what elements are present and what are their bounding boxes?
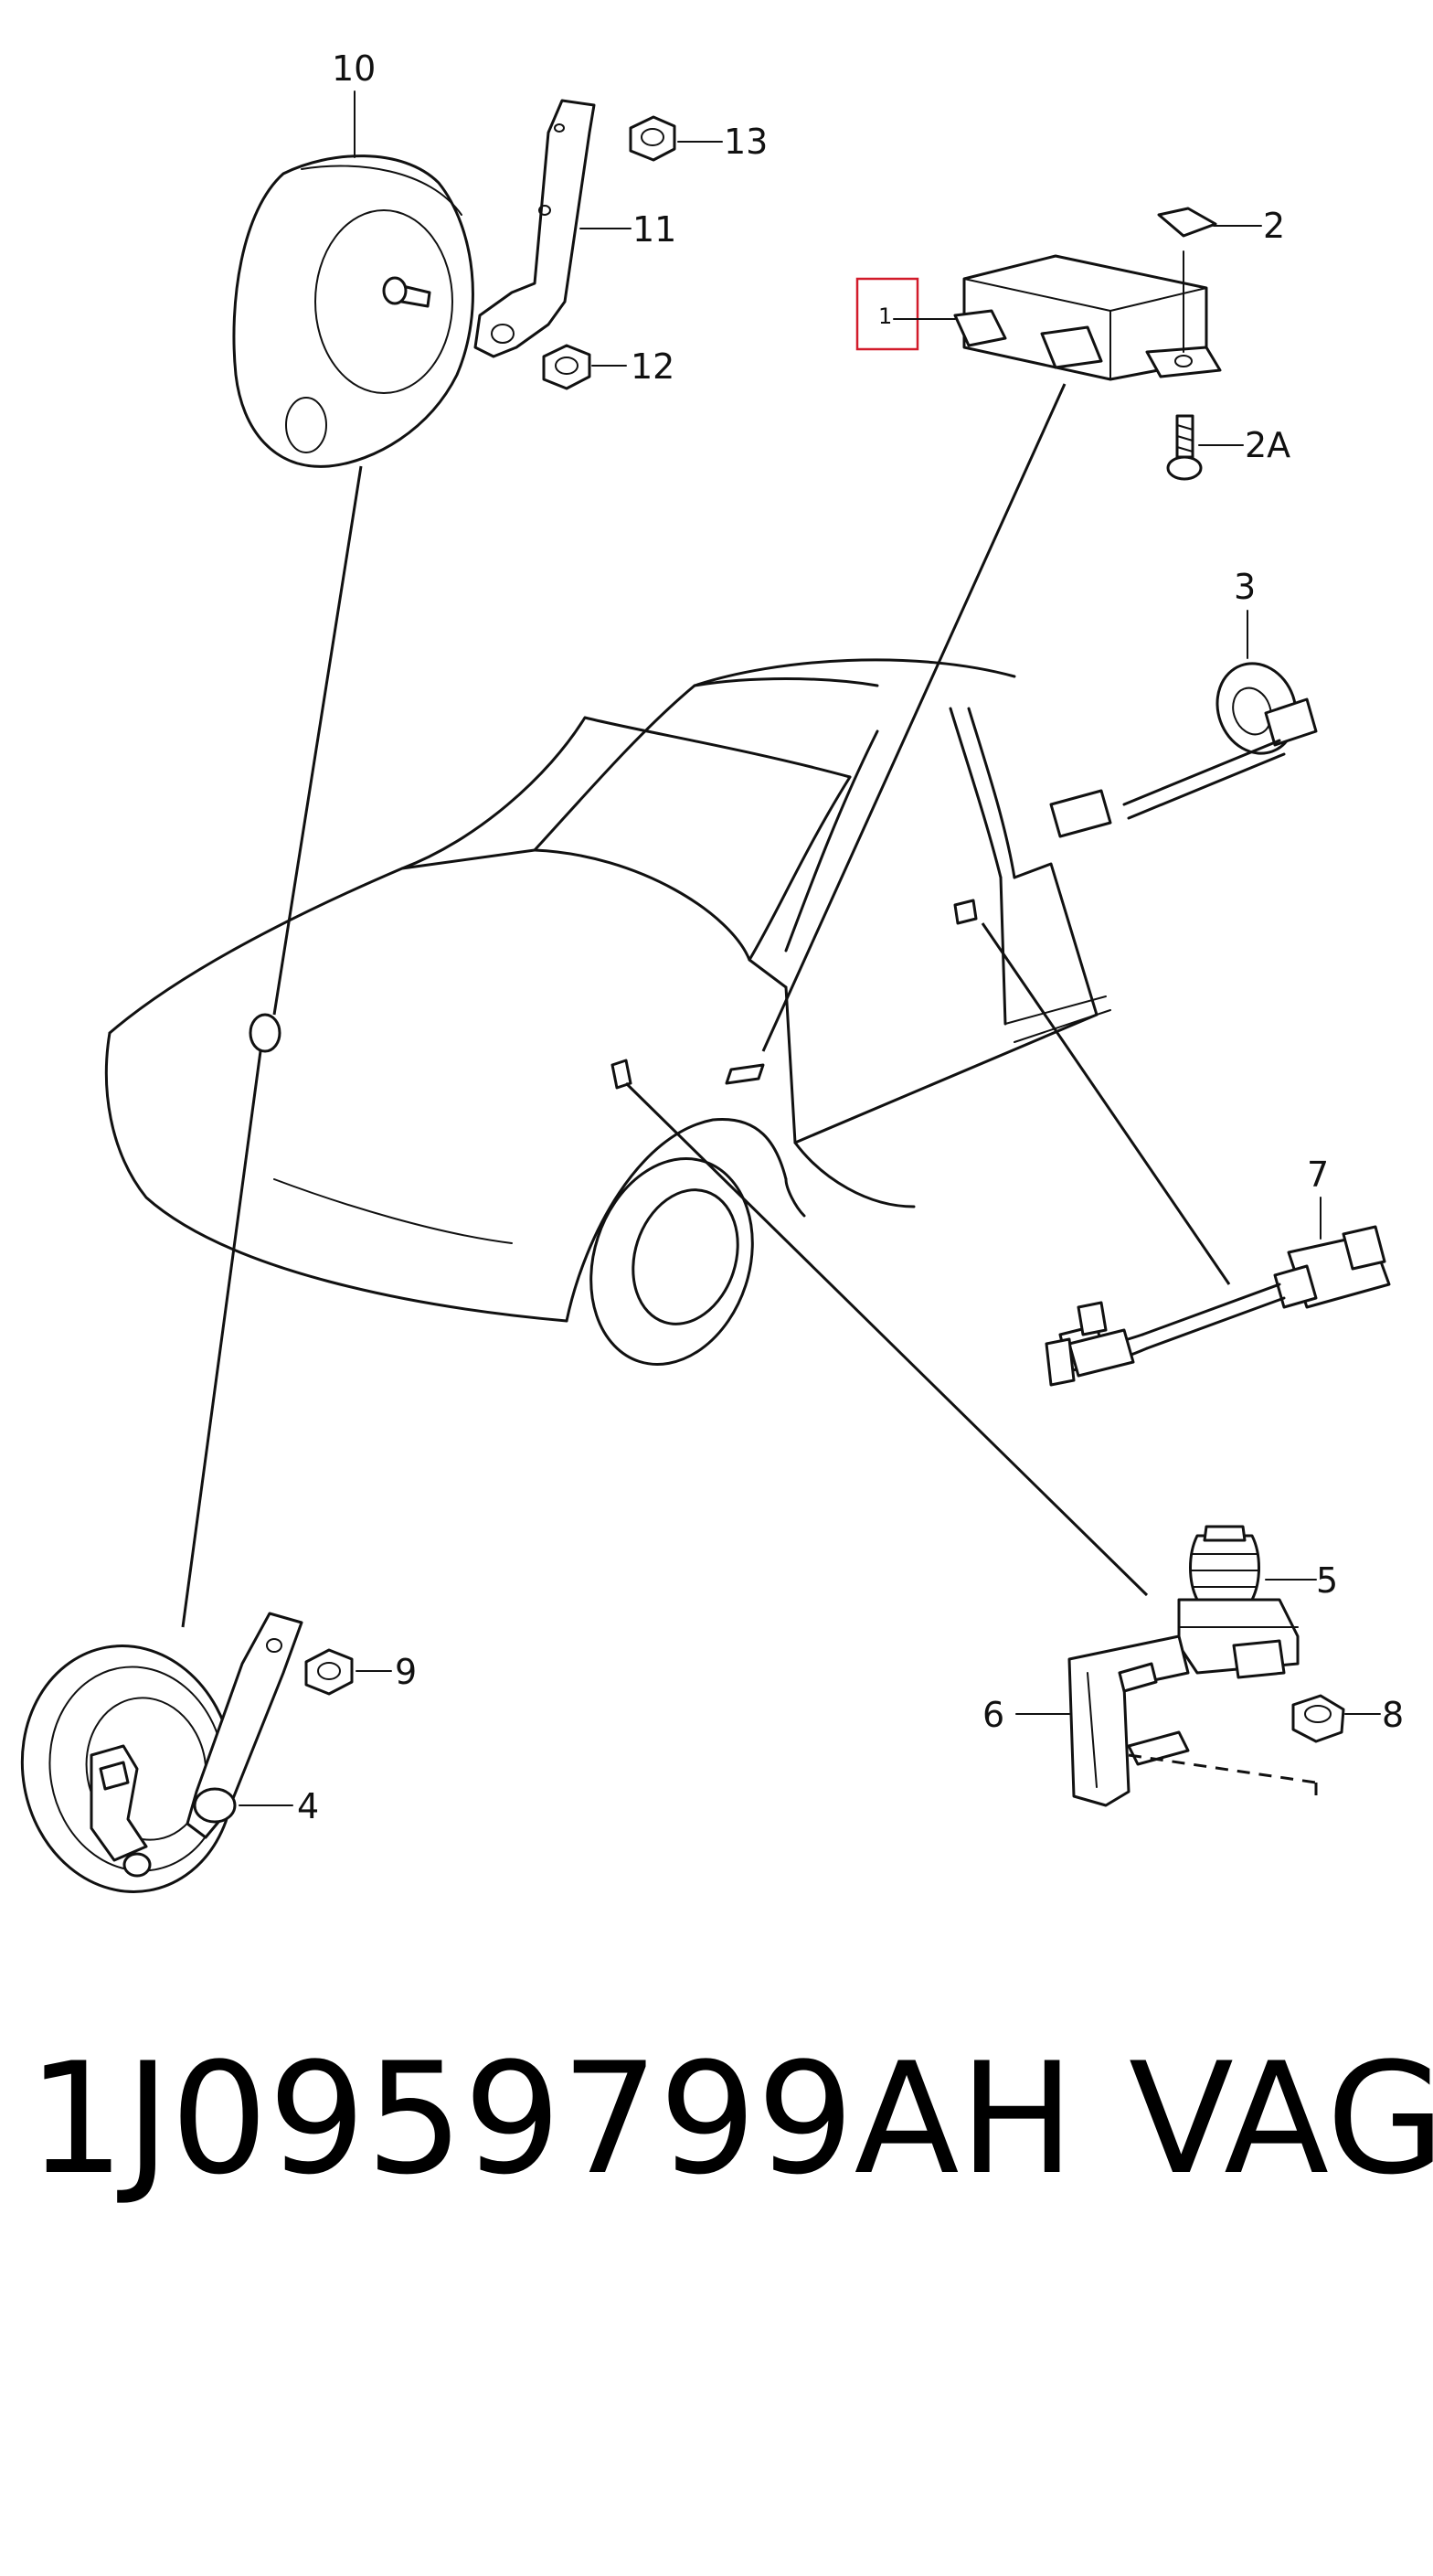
part-number: 1J0959799AH	[27, 2029, 1075, 2209]
part-10-horn-upper: 10	[232, 48, 474, 468]
callout-7: 7	[1307, 1155, 1329, 1195]
brand-name: VAG	[1129, 2029, 1433, 2209]
callout-2a: 2A	[1245, 425, 1290, 465]
part-11-bracket-upper: 11	[473, 99, 676, 358]
leader-lines	[181, 383, 1231, 1628]
callout-1-highlight	[855, 277, 919, 351]
callout-9: 9	[395, 1652, 417, 1692]
callout-2: 2	[1263, 206, 1285, 246]
callout-12: 12	[631, 346, 674, 387]
callout-13: 13	[724, 122, 768, 162]
part-9-nut: 9	[304, 1648, 417, 1696]
part-1-control-unit: 1	[855, 250, 1222, 381]
callout-11: 11	[632, 209, 676, 250]
part-3-sensor: 3	[1049, 567, 1318, 838]
callout-8: 8	[1382, 1695, 1404, 1735]
car-outline	[104, 658, 1111, 1366]
callout-4: 4	[297, 1786, 319, 1826]
part-2-clip: 2	[1157, 206, 1285, 246]
caption: 1J0959799AH VAG	[27, 2028, 1433, 2210]
callout-3: 3	[1234, 567, 1256, 607]
callout-6: 6	[982, 1695, 1004, 1735]
part-12-nut: 12	[542, 344, 674, 390]
part-8-nut: 8	[1291, 1694, 1404, 1743]
part-6-bracket: 6	[982, 1634, 1318, 1807]
part-5-contact-switch: 5	[1177, 1525, 1338, 1679]
part-7-switch: 7	[1045, 1155, 1391, 1387]
parts-diagram: 1 2 2A 3 7	[20, 48, 1404, 1893]
callout-10: 10	[332, 48, 376, 89]
callout-5: 5	[1316, 1560, 1338, 1601]
part-2a-screw: 2A	[1166, 414, 1290, 481]
callout-1: 1	[878, 303, 892, 329]
part-4-horn-lower: 4	[20, 1612, 319, 1893]
part-13-nut: 13	[629, 115, 768, 162]
